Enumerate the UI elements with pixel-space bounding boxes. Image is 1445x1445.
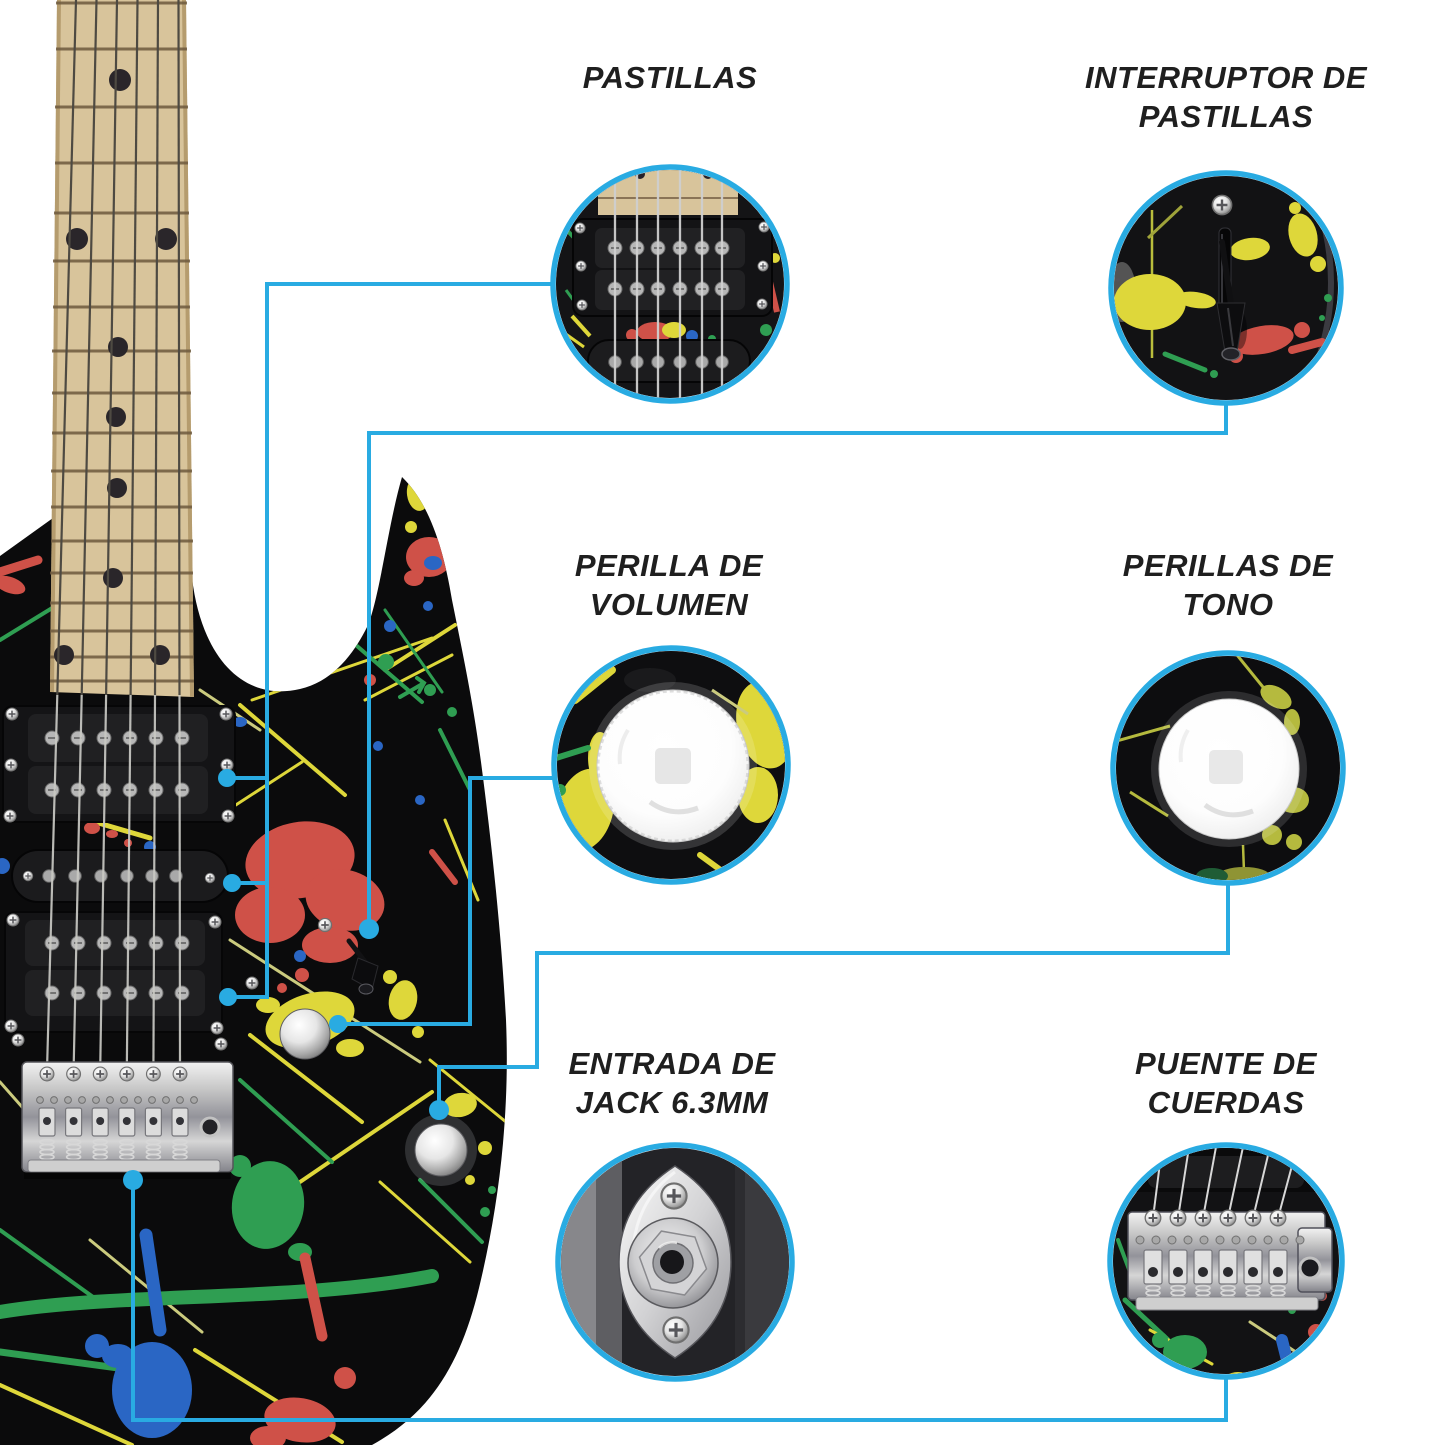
connector-volumen: [338, 776, 554, 1026]
label-line: PASTILLAS: [1138, 99, 1314, 134]
label-line: PASTILLAS: [582, 60, 758, 95]
label-entrada-de-jack: ENTRADA DE JACK 6.3MM: [568, 1044, 775, 1122]
label-line: PERILLAS DE: [1122, 548, 1334, 583]
label-line: JACK 6.3MM: [575, 1085, 769, 1120]
guitar-strings: [45, 0, 182, 1071]
bridge-pickup: [4, 911, 228, 1051]
guitar-neck: [50, 0, 194, 697]
neck-pickup: [2, 705, 236, 823]
connector-tono: [437, 883, 1230, 1110]
tremolo-bridge: [21, 1061, 234, 1179]
callout-volumen-photo: [551, 645, 791, 885]
label-pastillas: PASTILLAS: [583, 58, 757, 97]
pickguard-screw: [317, 917, 333, 933]
label-interruptor-de-pastillas: INTERRUPTOR DE PASTILLAS: [1085, 58, 1367, 136]
connector-endpoint-dots: [123, 769, 449, 1190]
callout-puente-photo: [1107, 1142, 1345, 1380]
label-line: PERILLA DE: [574, 548, 764, 583]
label-line: TONO: [1182, 587, 1274, 622]
middle-pickup: [11, 849, 229, 903]
volume-knob: [279, 1008, 331, 1060]
pickguard-screw-2: [245, 976, 259, 990]
label-line: INTERRUPTOR DE: [1084, 60, 1368, 95]
callout-connectors: [123, 282, 1230, 1422]
callout-jack-photo: [555, 1142, 795, 1382]
connector-puente: [131, 1180, 1228, 1422]
guitar-photo: [0, 0, 507, 1445]
callout-interruptor-photo: [1108, 170, 1344, 406]
pickup-selector-switch: [346, 938, 379, 995]
label-perilla-de-volumen: PERILLA DE VOLUMEN: [575, 546, 763, 624]
label-perillas-de-tono: PERILLAS DE TONO: [1123, 546, 1333, 624]
label-line: ENTRADA DE: [568, 1046, 776, 1081]
label-line: VOLUMEN: [589, 587, 749, 622]
tone-knob: [414, 1123, 468, 1177]
connector-interruptor: [367, 403, 1228, 929]
label-line: PUENTE DE: [1135, 1046, 1317, 1081]
label-line: CUERDAS: [1147, 1085, 1305, 1120]
label-puente-de-cuerdas: PUENTE DE CUERDAS: [1135, 1044, 1317, 1122]
callout-pastillas-photo: [550, 164, 790, 404]
callout-tono-photo: [1110, 650, 1346, 886]
